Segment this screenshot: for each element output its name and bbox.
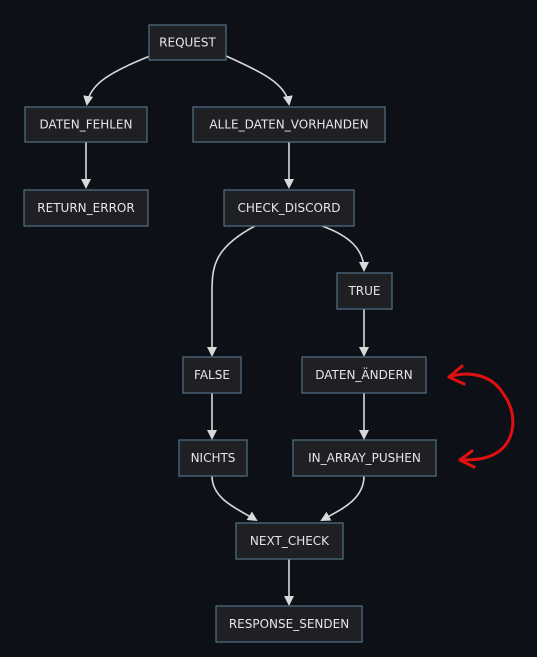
annotation-red-arrow	[447, 364, 515, 469]
edge-check-discord-false	[207, 225, 256, 357]
node-label: RETURN_ERROR	[37, 201, 134, 215]
node-daten-aendern: DATEN_ÄNDERN	[301, 356, 427, 394]
edge-request-alle-daten-vorhanden	[225, 55, 293, 106]
node-true: TRUE	[336, 272, 393, 310]
node-false: FALSE	[182, 356, 242, 394]
node-label: DATEN_ÄNDERN	[315, 367, 413, 382]
edge-in-array-pushen-next-check	[320, 475, 365, 521]
node-next-check: NEXT_CHECK	[235, 522, 344, 560]
node-daten-fehlen: DATEN_FEHLEN	[24, 106, 148, 143]
node-response-senden: RESPONSE_SENDEN	[215, 605, 363, 643]
edges	[81, 55, 369, 606]
node-request: REQUEST	[148, 24, 227, 61]
edge-request-daten-fehlen	[83, 55, 151, 106]
node-label: TRUE	[347, 284, 380, 298]
node-alle-daten-vorhanden: ALLE_DATEN_VORHANDEN	[192, 106, 386, 143]
node-in-array-pushen: IN_ARRAY_PUSHEN	[292, 439, 437, 477]
node-label: NEXT_CHECK	[250, 534, 330, 548]
node-label: DATEN_FEHLEN	[40, 118, 133, 132]
node-label: ALLE_DATEN_VORHANDEN	[209, 118, 368, 132]
node-label: NICHTS	[191, 451, 236, 465]
node-label: RESPONSE_SENDEN	[229, 617, 349, 631]
node-label: IN_ARRAY_PUSHEN	[308, 451, 421, 465]
edge-nichts-next-check	[211, 475, 258, 522]
node-check-discord: CHECK_DISCORD	[223, 189, 355, 227]
node-return-error: RETURN_ERROR	[23, 189, 149, 227]
annotation-arrow-curve	[447, 372, 515, 462]
annotation-arrow-head-top	[447, 364, 466, 386]
edge-check-discord-true	[321, 225, 369, 272]
node-label: CHECK_DISCORD	[237, 201, 340, 215]
annotation-arrow-head-bottom	[458, 449, 476, 469]
node-nichts: NICHTS	[178, 439, 248, 477]
node-label: REQUEST	[159, 36, 216, 50]
node-label: FALSE	[194, 368, 230, 382]
